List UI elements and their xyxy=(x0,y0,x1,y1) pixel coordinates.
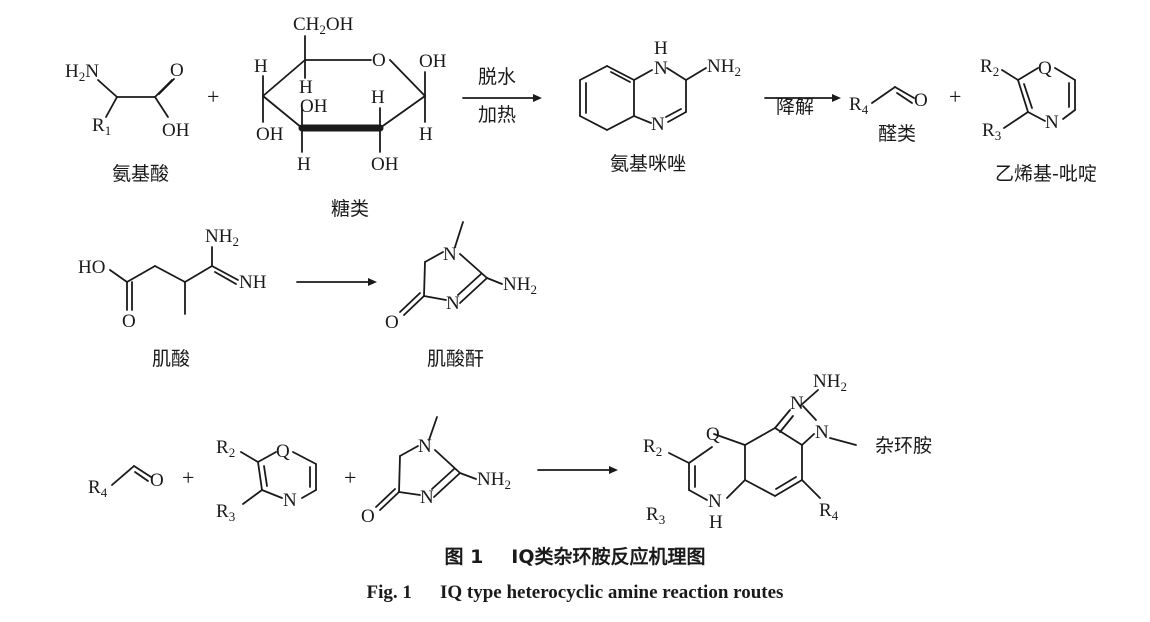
svg-text:N: N xyxy=(1045,112,1059,133)
arrow-head xyxy=(832,94,841,102)
arrow-label-dehydration: 脱水 xyxy=(478,66,516,88)
svg-text:O: O xyxy=(385,312,399,333)
figure-number-en: Fig. 1 xyxy=(366,582,412,603)
svg-text:+: + xyxy=(207,84,219,109)
label-sugar: 糖类 xyxy=(331,198,369,220)
svg-text:R2: R2 xyxy=(643,436,662,459)
svg-text:H: H xyxy=(419,124,433,145)
svg-text:O: O xyxy=(914,90,928,111)
vinyl-pyridine-structure xyxy=(1001,67,1076,129)
svg-text:OH: OH xyxy=(371,154,399,175)
svg-text:R4: R4 xyxy=(819,500,839,523)
svg-text:O: O xyxy=(122,311,136,332)
svg-text:H: H xyxy=(654,38,668,59)
aldehyde-structure xyxy=(871,86,915,104)
figure-title-cn: IQ类杂环胺反应机理图 xyxy=(511,546,706,568)
svg-text:NH: NH xyxy=(239,272,267,293)
svg-text:R3: R3 xyxy=(982,120,1001,143)
svg-text:Q: Q xyxy=(276,441,290,462)
svg-text:HO: HO xyxy=(78,257,105,278)
svg-text:CH2OH: CH2OH xyxy=(293,14,354,37)
svg-text:R2: R2 xyxy=(216,437,235,460)
svg-text:Q: Q xyxy=(706,424,720,445)
svg-text:R2: R2 xyxy=(980,56,999,79)
svg-text:NH2: NH2 xyxy=(813,371,847,394)
arrow-head xyxy=(368,278,377,286)
vinyl-pyridine-structure-2 xyxy=(240,451,317,505)
svg-text:H: H xyxy=(254,56,268,77)
glucose-structure xyxy=(262,35,426,153)
svg-text:NH2: NH2 xyxy=(205,226,239,249)
svg-text:OH: OH xyxy=(419,51,447,72)
svg-text:N: N xyxy=(708,491,722,512)
svg-text:NH2: NH2 xyxy=(477,469,511,492)
svg-text:R1: R1 xyxy=(92,115,111,138)
svg-text:NH2: NH2 xyxy=(503,274,537,297)
svg-text:O: O xyxy=(150,470,164,491)
label-aldehyde: 醛类 xyxy=(878,123,916,145)
figure-caption-cn: 图 1 IQ类杂环胺反应机理图 xyxy=(0,542,1150,569)
svg-text:O: O xyxy=(361,506,375,527)
label-vinyl-pyridine: 乙烯基-吡啶 xyxy=(995,163,1097,185)
svg-text:N: N xyxy=(654,58,668,79)
aldehyde-structure-2 xyxy=(111,465,152,486)
svg-text:N: N xyxy=(815,422,829,443)
label-creatine: 肌酸 xyxy=(152,348,190,370)
svg-text:N: N xyxy=(443,244,457,265)
figure-number-cn: 图 1 xyxy=(444,546,484,568)
svg-text:+: + xyxy=(344,465,356,490)
creatinine-structure xyxy=(399,221,503,316)
svg-text:H2N: H2N xyxy=(65,61,99,84)
svg-text:N: N xyxy=(418,436,432,457)
label-aminoimidazole: 氨基咪唑 xyxy=(610,153,686,175)
svg-text:R3: R3 xyxy=(216,501,235,524)
arrow-head xyxy=(609,466,618,474)
svg-text:N: N xyxy=(446,293,460,314)
svg-text:OH: OH xyxy=(162,120,190,141)
svg-text:Q: Q xyxy=(1038,58,1052,79)
creatinine-structure-2 xyxy=(375,416,477,511)
svg-text:+: + xyxy=(949,84,961,109)
arrow-label-heating: 加热 xyxy=(478,104,516,126)
svg-text:H: H xyxy=(371,87,385,108)
svg-text:H: H xyxy=(299,77,313,98)
svg-text:O: O xyxy=(372,50,386,71)
svg-text:R3: R3 xyxy=(646,504,665,527)
svg-text:N: N xyxy=(790,393,804,414)
svg-text:O: O xyxy=(170,60,184,81)
svg-text:OH: OH xyxy=(256,124,284,145)
heterocyclic-amine-structure xyxy=(668,389,857,501)
creatine-structure xyxy=(109,246,239,315)
svg-text:NH2: NH2 xyxy=(707,56,741,79)
label-creatinine: 肌酸酐 xyxy=(427,348,484,370)
label-heterocyclic-amine: 杂环胺 xyxy=(875,435,932,457)
arrow-label-degradation: 降解 xyxy=(776,96,814,118)
arrow-head xyxy=(533,94,542,102)
svg-text:R4: R4 xyxy=(88,477,108,500)
svg-text:OH: OH xyxy=(300,96,328,117)
svg-text:N: N xyxy=(420,487,434,508)
atom-labels: H2N O OH R1 CH2OH O OH H H OH H OH H H O… xyxy=(65,14,1059,533)
figure-title-en: IQ type heterocyclic amine reaction rout… xyxy=(439,582,784,603)
svg-text:N: N xyxy=(651,114,665,135)
svg-text:H: H xyxy=(297,154,311,175)
figure-caption-en: Fig. 1 IQ type heterocyclic amine reactio… xyxy=(0,582,1150,604)
reaction-scheme: H2N O OH R1 CH2OH O OH H H OH H OH H H O… xyxy=(65,14,1097,533)
svg-text:R4: R4 xyxy=(849,94,869,117)
label-amino-acid: 氨基酸 xyxy=(112,163,169,185)
aminoimidazole-structure xyxy=(579,65,707,131)
svg-text:N: N xyxy=(283,490,297,511)
amino-acid-structure xyxy=(97,78,175,118)
plus-signs: + + + + xyxy=(182,84,961,490)
svg-text:+: + xyxy=(182,465,194,490)
svg-text:H: H xyxy=(709,512,723,533)
